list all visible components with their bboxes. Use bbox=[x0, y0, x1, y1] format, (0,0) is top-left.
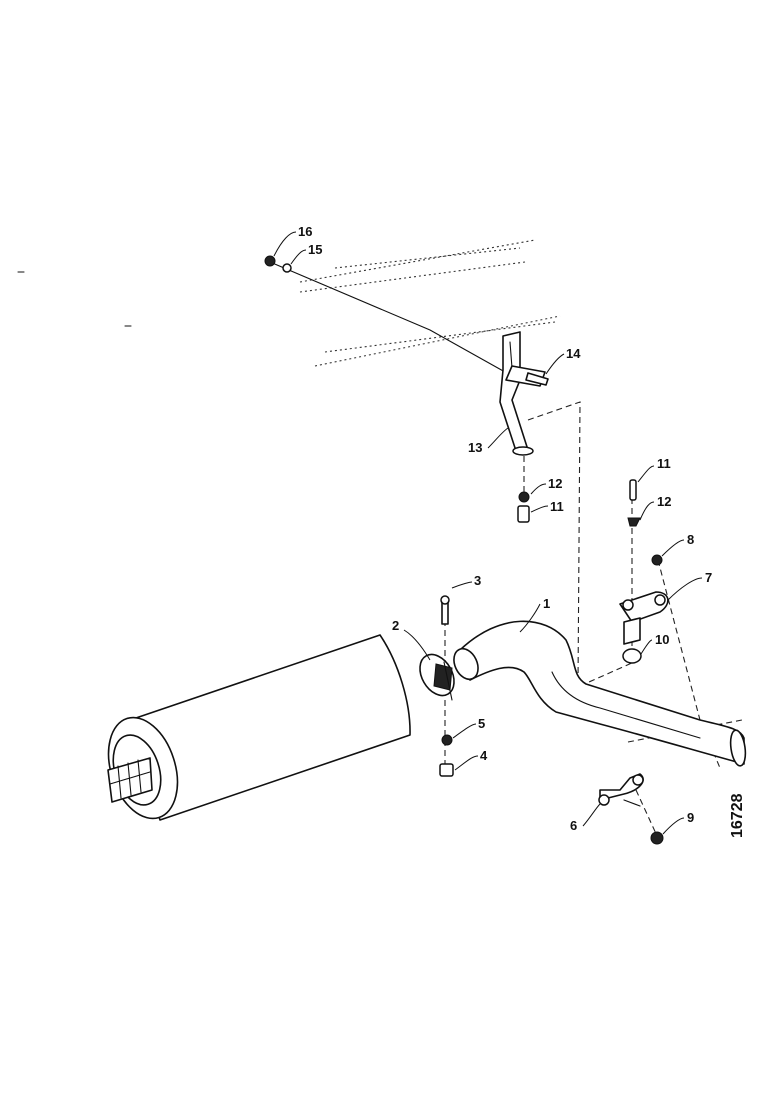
clamp-nuts bbox=[439, 734, 454, 777]
rear-hanger-hardware bbox=[627, 479, 663, 566]
callout-15: 15 bbox=[308, 242, 322, 257]
callout-16: 16 bbox=[298, 224, 312, 239]
clamp bbox=[419, 653, 455, 701]
callout-1: 1 bbox=[543, 596, 550, 611]
rear-hanger bbox=[619, 591, 669, 664]
clamp-bolt bbox=[440, 595, 450, 625]
callout-4: 4 bbox=[480, 748, 488, 763]
callout-10: 10 bbox=[655, 632, 669, 647]
callout-5: 5 bbox=[478, 716, 485, 731]
bracket-hardware bbox=[512, 446, 534, 523]
callout-9: 9 bbox=[687, 810, 694, 825]
callout-12-front: 12 bbox=[548, 476, 562, 491]
bracket-bolt bbox=[525, 372, 549, 386]
figure-number: 16728 bbox=[729, 793, 746, 838]
callout-2: 2 bbox=[392, 618, 399, 633]
callout-8: 8 bbox=[687, 532, 694, 547]
callout-7: 7 bbox=[705, 570, 712, 585]
muffler bbox=[107, 634, 411, 821]
callout-13: 13 bbox=[468, 440, 482, 455]
exhaust-pipe bbox=[453, 620, 747, 767]
callout-3: 3 bbox=[474, 573, 481, 588]
callout-labels: 1 2 3 4 5 6 7 8 9 10 11 12 11 12 13 14 1 bbox=[273, 224, 712, 835]
callout-14: 14 bbox=[566, 346, 581, 361]
callout-12-rear: 12 bbox=[657, 494, 671, 509]
frame-reference-lines bbox=[17, 239, 561, 373]
callout-11-rear: 11 bbox=[657, 456, 671, 471]
lower-hanger bbox=[598, 773, 664, 845]
callout-11-front: 11 bbox=[550, 499, 564, 514]
assembly-lines bbox=[444, 401, 743, 839]
callout-6: 6 bbox=[570, 818, 577, 833]
washers-top bbox=[264, 255, 292, 273]
hanger-bracket bbox=[499, 331, 546, 455]
